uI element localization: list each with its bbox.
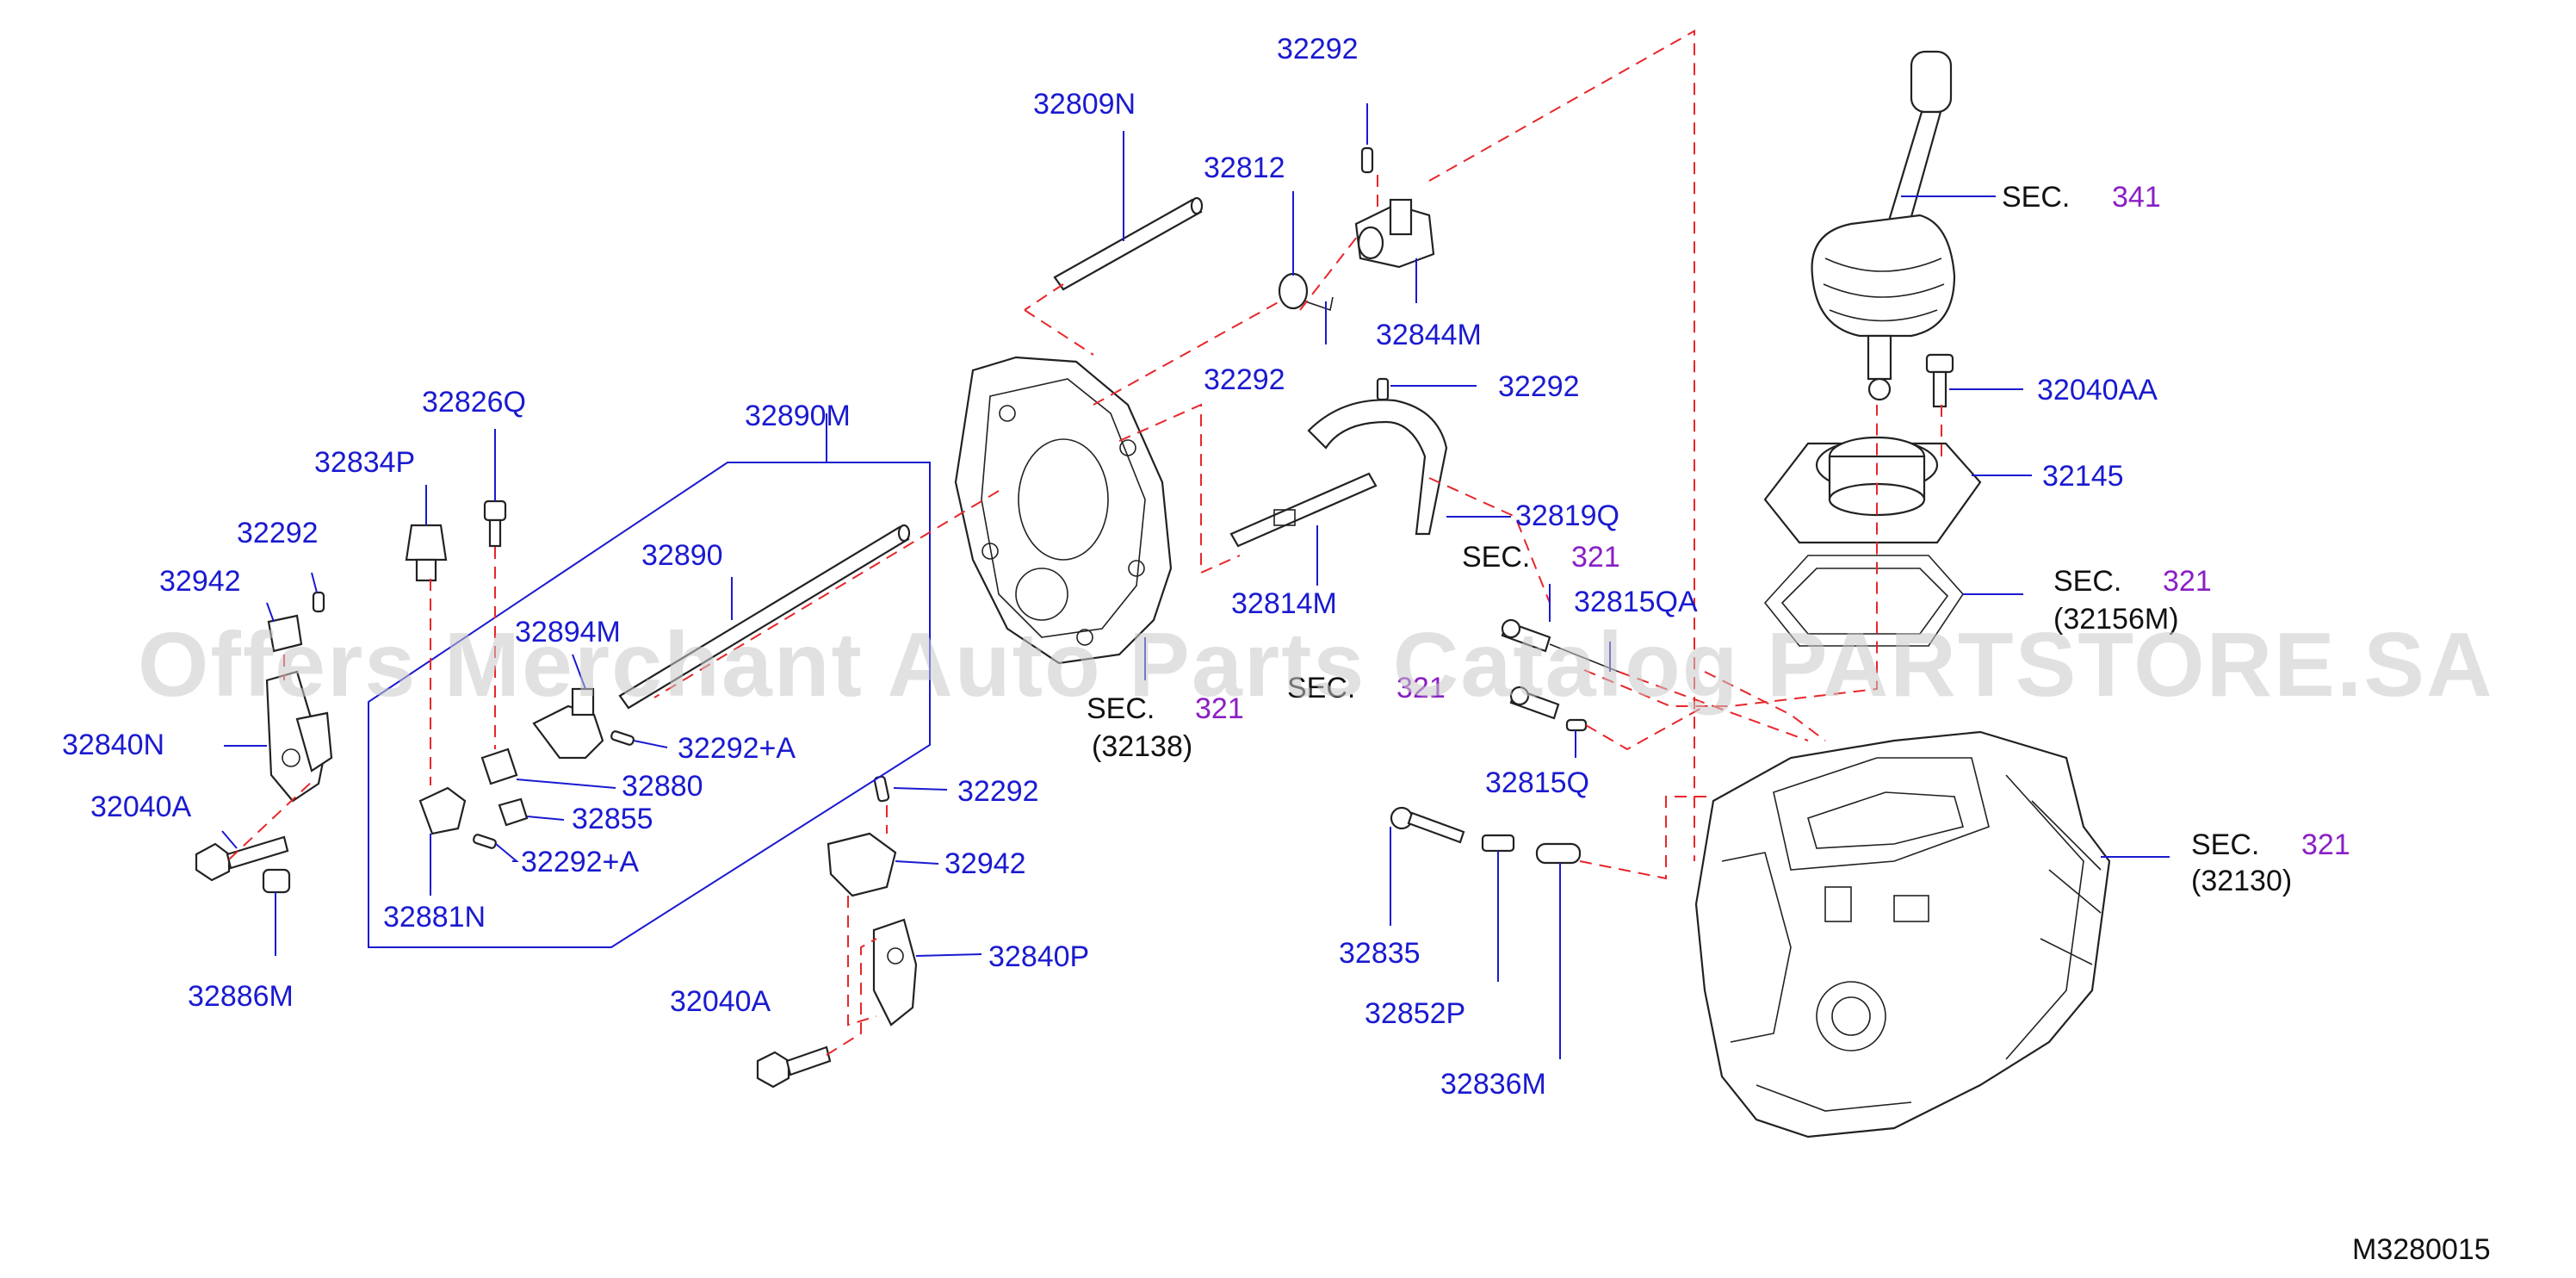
part-32855 [498, 797, 529, 827]
label-32815Q[interactable]: 32815Q [1485, 766, 1589, 799]
sec-321-case[interactable]: SEC. 321 (32130) [2191, 828, 2350, 897]
label-32292-lower[interactable]: 32292 [957, 775, 1039, 808]
label-32292-mid[interactable]: 32292 [1204, 363, 1285, 396]
diagram-code: M3280015 [2352, 1233, 2491, 1266]
label-32890M[interactable]: 32890M [745, 400, 851, 432]
label-32812[interactable]: 32812 [1204, 152, 1285, 184]
label-32809N[interactable]: 32809N [1033, 88, 1136, 121]
bolt-32040A-left [195, 835, 289, 882]
alignment-lines [228, 29, 1942, 1056]
label-32880[interactable]: 32880 [622, 770, 703, 803]
sec-321-plate-word: SEC. [1087, 692, 1155, 725]
bolt-32826Q [483, 499, 507, 548]
sec-321-case-ref: (32130) [2191, 865, 2292, 897]
pin-32292A-2 [473, 834, 497, 849]
label-32145[interactable]: 32145 [2042, 460, 2124, 493]
label-32292-left[interactable]: 32292 [237, 517, 319, 549]
label-32836M[interactable]: 32836M [1440, 1068, 1546, 1101]
shift-lever [1811, 50, 1956, 401]
sec-321-plate[interactable]: SEC. 321 (32138) [1087, 692, 1244, 763]
bolt-32040AA [1925, 353, 1954, 408]
sec-321-gasket-number: 321 [2163, 565, 2212, 598]
bracket-32840N [265, 670, 333, 803]
fork-rod-32809N [1053, 196, 1204, 291]
label-32894M[interactable]: 32894M [515, 616, 621, 648]
label-32819Q[interactable]: 32819Q [1515, 499, 1619, 532]
label-32881N[interactable]: 32881N [383, 901, 486, 934]
transmission-case [1694, 730, 2111, 1138]
boot-retainer-32145 [1763, 436, 1982, 544]
pin-32292-left [312, 591, 325, 613]
bracket-32840P [872, 918, 918, 1027]
lever-32942-left [267, 614, 303, 653]
label-32844M[interactable]: 32844M [1376, 319, 1482, 351]
sec-341[interactable]: SEC. 341 [2002, 181, 2161, 214]
label-32890[interactable]: 32890 [641, 539, 723, 572]
label-32292A-1[interactable]: 32292+A [678, 732, 796, 765]
switch-32815Q [1509, 686, 1588, 732]
lever-32894M [532, 687, 604, 760]
lever-32942-lower [827, 832, 897, 897]
sec-321-gasket-word: SEC. [2053, 565, 2121, 598]
label-32942-lower[interactable]: 32942 [944, 847, 1026, 880]
switch-32815QA [1501, 618, 1619, 673]
shaft-group-frame [368, 462, 931, 948]
shaft-32890 [618, 524, 911, 710]
pin-32292-top [1360, 146, 1374, 174]
bracket-32844M [1354, 198, 1435, 269]
label-32855[interactable]: 32855 [572, 803, 653, 835]
sec-321-gasket-ref: (32156M) [2053, 603, 2179, 636]
label-32826Q[interactable]: 32826Q [422, 386, 526, 419]
sec-321-mid[interactable]: SEC. 321 [1462, 541, 1620, 574]
sec-321-mid-number: 321 [1571, 541, 1620, 574]
label-32852P[interactable]: 32852P [1365, 997, 1465, 1030]
fork-rod-32814M [1229, 472, 1378, 548]
leader-lines [221, 103, 2170, 1059]
sleeve-32836M [1535, 842, 1582, 865]
bolt-32040A-lower [756, 1045, 832, 1089]
watermark-text: Offers Merchant Auto Parts Catalog PARTS… [138, 614, 2494, 716]
label-32040A-lower[interactable]: 32040A [670, 985, 771, 1018]
label-32814M[interactable]: 32814M [1231, 587, 1337, 620]
part-drawings [195, 50, 2111, 1138]
sec-321-case-word: SEC. [2191, 828, 2259, 861]
bushing-32886M [262, 868, 291, 894]
label-32040A-left[interactable]: 32040A [90, 791, 192, 823]
sec-321-mid2-word: SEC. [1287, 672, 1355, 704]
section-references: SEC. 341 SEC. 321 (32156M) SEC. 321 (321… [1087, 181, 2350, 897]
pin-32292A-1 [610, 730, 635, 746]
sec-321-plate-number: 321 [1195, 692, 1244, 725]
label-32840P[interactable]: 32840P [988, 940, 1089, 973]
label-32942-left[interactable]: 32942 [159, 565, 241, 598]
label-32840N[interactable]: 32840N [62, 729, 164, 761]
plug-32834P [405, 524, 448, 582]
part-32880 [480, 748, 518, 785]
sec-321-plate-ref: (32138) [1092, 730, 1192, 763]
lever-32881N [418, 786, 467, 835]
speedo-pinion-32835 [1390, 806, 1465, 844]
collar-32812 [1278, 272, 1334, 312]
label-32835[interactable]: 32835 [1339, 937, 1421, 970]
callout-labels: 32809N 32292 32812 32844M 32292 32292 32… [62, 33, 2158, 1101]
label-32815QA[interactable]: 32815QA [1574, 586, 1698, 618]
seal-32852P [1481, 834, 1515, 853]
label-32292A-2[interactable]: 32292+A [521, 846, 639, 878]
sec-321-mid2-number: 321 [1396, 672, 1446, 704]
label-32834P[interactable]: 32834P [314, 446, 415, 479]
fork-32819Q [1307, 377, 1448, 536]
label-32292-top[interactable]: 32292 [1277, 33, 1359, 65]
sec-321-mid2[interactable]: SEC. 321 [1287, 672, 1446, 704]
adapter-plate [954, 356, 1173, 665]
sec-321-case-number: 321 [2301, 828, 2350, 861]
sec-321-mid-word: SEC. [1462, 541, 1530, 574]
sec-341-number: 341 [2112, 181, 2161, 214]
label-32292-fork[interactable]: 32292 [1498, 370, 1580, 403]
sec-321-gasket[interactable]: SEC. 321 (32156M) [2053, 565, 2212, 636]
sec-341-word: SEC. [2002, 181, 2070, 214]
label-32886M[interactable]: 32886M [188, 980, 294, 1013]
label-32040AA[interactable]: 32040AA [2037, 374, 2158, 406]
